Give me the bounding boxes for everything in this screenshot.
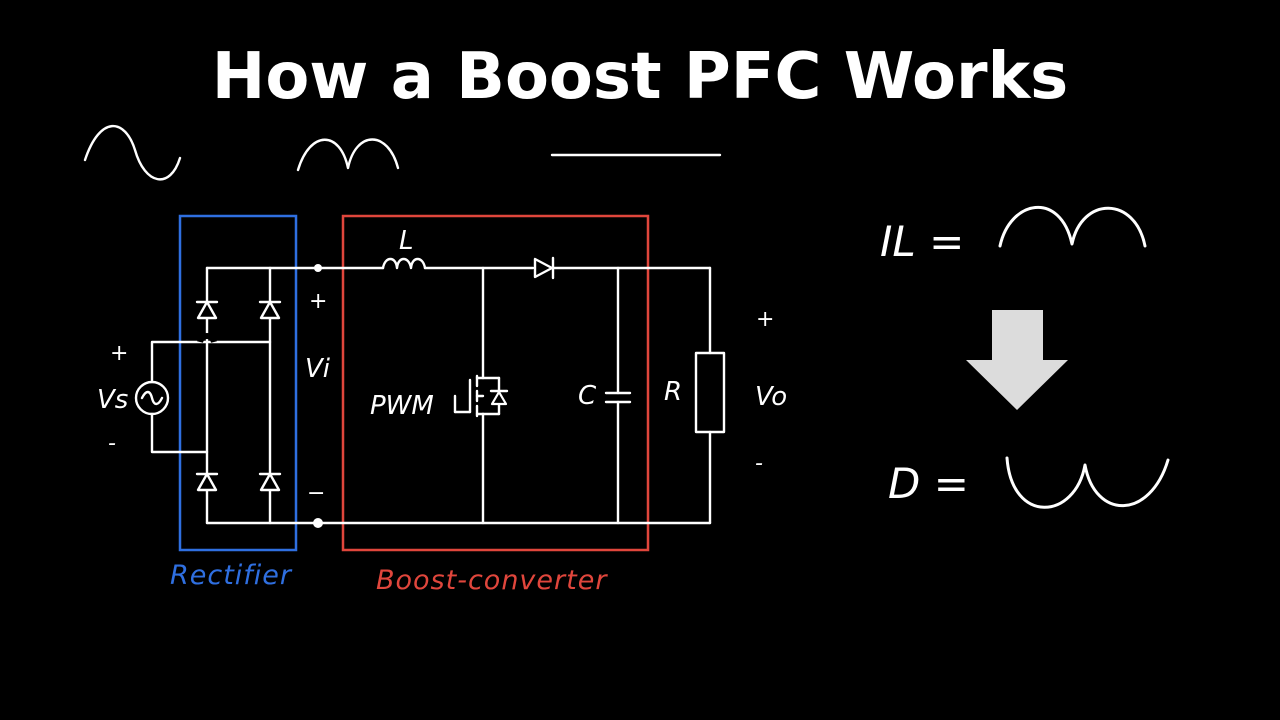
pwm-label: PWM	[370, 391, 434, 421]
vi-plus-label: +	[309, 289, 327, 314]
vo-label: Vo	[755, 382, 787, 412]
sine-waveform-sketch	[83, 124, 182, 181]
vi-minus-label: −	[307, 481, 325, 506]
diode-bridge	[195, 266, 320, 525]
inductor-current-waveform	[998, 205, 1147, 248]
source-plus-label: +	[110, 341, 128, 366]
rectified-waveform-sketch	[296, 138, 400, 172]
duty-cycle-equation-label: D =	[888, 459, 969, 508]
mosfet-switch	[453, 374, 509, 418]
load-resistor	[694, 351, 726, 434]
duty-cycle-waveform	[1005, 456, 1170, 509]
diode-d2	[258, 300, 282, 320]
page-title: How a Boost PFC Works	[212, 40, 1068, 114]
capacitor	[604, 391, 632, 404]
rectifier-block	[178, 214, 298, 552]
rectifier-label: Rectifier	[170, 560, 293, 591]
ac-source	[134, 340, 272, 454]
source-minus-label: -	[108, 431, 116, 456]
boost-converter-label: Boost-converter	[376, 565, 608, 596]
inductor	[381, 257, 427, 270]
inductor-current-equation-label: IL =	[880, 217, 964, 266]
capacitor-label: C	[578, 381, 597, 411]
diode-d4	[258, 472, 282, 492]
diode-d3	[195, 472, 219, 492]
source-voltage-label: Vs	[97, 385, 128, 415]
inductor-label: L	[399, 226, 414, 256]
boost-circuit	[316, 256, 726, 525]
output-diode	[533, 256, 555, 280]
boost-converter-block	[341, 214, 650, 552]
vo-minus-label: -	[755, 451, 763, 476]
resistor-label: R	[664, 377, 682, 407]
down-arrow-icon	[966, 310, 1068, 410]
vo-plus-label: +	[756, 307, 774, 332]
diode-d1	[195, 300, 219, 320]
vi-label: Vi	[305, 354, 331, 384]
